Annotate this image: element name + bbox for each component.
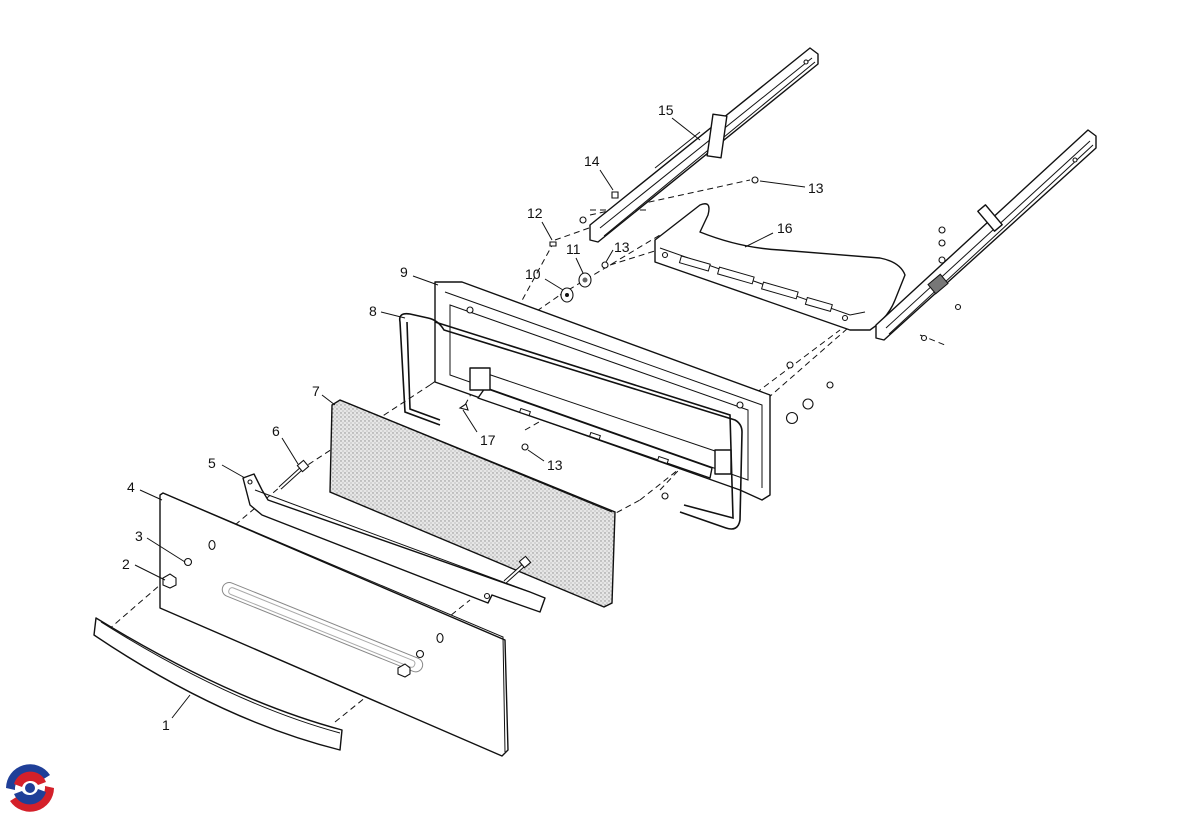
callout-7: 7 [312,383,320,399]
callout-14: 14 [584,153,600,169]
callout-2: 2 [122,556,130,572]
right-slide-rail [875,129,1097,341]
callout-16: 16 [777,220,793,236]
callout-5: 5 [208,455,216,471]
part-4-front-panel [159,492,509,757]
callout-3: 3 [135,528,143,544]
callout-leaders [134,117,806,719]
callout-6: 6 [272,423,280,439]
callout-1: 1 [162,717,170,733]
callout-9: 9 [400,264,408,280]
part-6-screws [278,459,532,584]
part-5-support-bracket [242,473,546,613]
part-7-insulation-panel [329,399,616,608]
callout-17: 17 [480,432,496,448]
part-8-gasket-frame [398,312,743,530]
part-9-drawer-liner [434,281,771,501]
callout-13-lower: 13 [547,457,563,473]
callout-10: 10 [525,266,541,282]
callout-8: 8 [369,303,377,319]
callout-13-upper: 13 [614,239,630,255]
part-16-rear-bracket [654,203,906,331]
part-1-handle [93,617,343,751]
parts-2-3-hardware [162,539,444,678]
callout-12: 12 [527,205,543,221]
callout-15: 15 [658,102,674,118]
company-swirl-logo-icon [4,762,56,814]
small-hardware [458,176,962,500]
callout-labels: 1 2 3 4 5 6 7 8 9 10 11 12 13 13 13 14 1… [122,102,824,733]
part-15-left-slide-rail [589,47,819,243]
callout-13-right: 13 [808,180,824,196]
callout-4: 4 [127,479,135,495]
callout-11: 11 [566,241,581,257]
